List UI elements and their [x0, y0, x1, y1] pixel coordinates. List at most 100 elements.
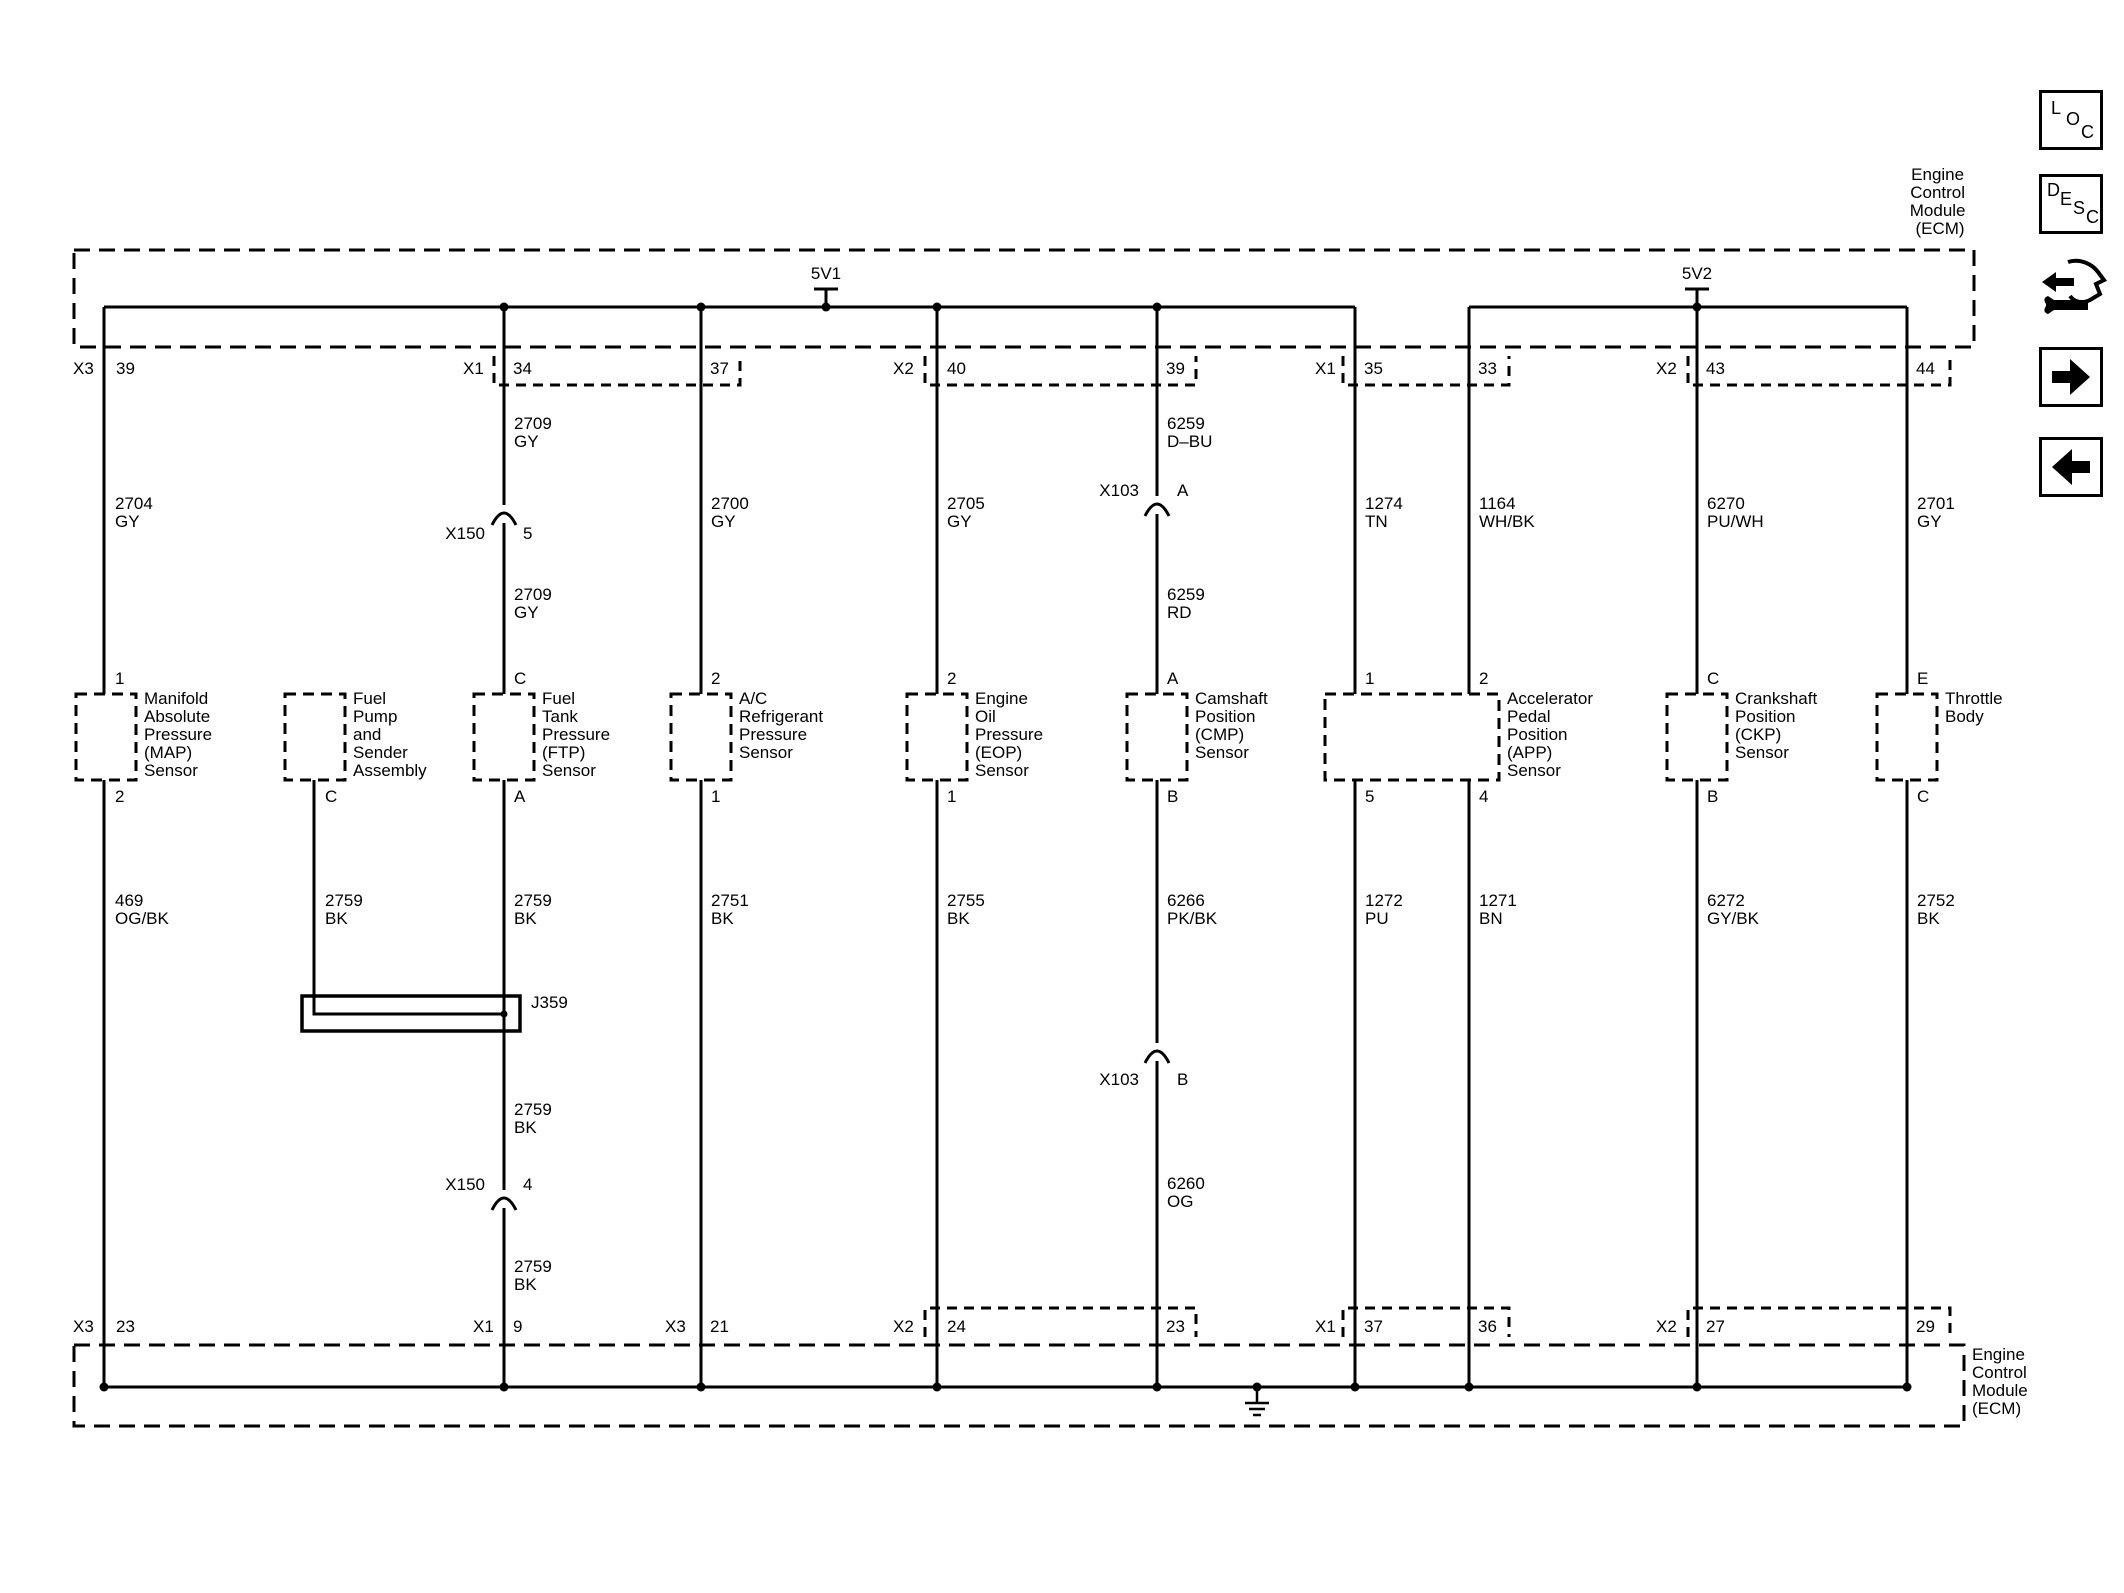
component-name-app: Accelerator Pedal Position (APP) Sensor [1507, 689, 1598, 780]
inline-connector-pin: 4 [523, 1175, 532, 1194]
bottom-pin: 23 [1166, 1317, 1185, 1336]
bottom-pin: 29 [1916, 1317, 1935, 1336]
component-pin: C [1917, 787, 1929, 806]
component-box-ftp [472, 692, 536, 782]
inline-connector-name: X103 [1099, 481, 1139, 500]
component-name-fuel-pump: Fuel Pump and Sender Assembly [353, 689, 427, 780]
desc-letter: S [2073, 198, 2086, 218]
splice-label: J359 [531, 993, 568, 1012]
component-name-eop: Engine Oil Pressure (EOP) Sensor [975, 689, 1048, 780]
desc-letter: E [2060, 189, 2073, 209]
x103-top-arc [1143, 502, 1171, 517]
supply-label-5v1: 5V1 [811, 264, 841, 283]
top-connector-name: X3 [73, 359, 94, 378]
bottom-connector-name: X2 [1656, 1317, 1677, 1336]
component-name-cmp: Camshaft Position (CMP) Sensor [1195, 689, 1272, 762]
supply-label-5v2: 5V2 [1682, 264, 1712, 283]
inline-connector-pin: B [1177, 1070, 1188, 1089]
inline-connector-pin: 5 [523, 524, 532, 543]
component-box-fuel-pump [283, 692, 347, 782]
splice-j359-box [300, 994, 522, 1033]
bottom-connector-x2-group [923, 1306, 1198, 1337]
loc-button[interactable]: L O C [2039, 90, 2103, 150]
inline-connector-name: X150 [445, 524, 485, 543]
component-pin: C [1707, 669, 1719, 688]
desc-button[interactable]: D E S C [2039, 174, 2103, 234]
bottom-connector-name: X1 [1315, 1317, 1336, 1336]
junction-dots [99, 302, 1912, 1392]
ecm-top-box [72, 248, 1976, 349]
top-pin: 34 [513, 359, 532, 378]
component-box-eop [905, 692, 969, 782]
ecm-label-bottom: Engine Control Module (ECM) [1972, 1345, 2033, 1418]
component-pin: 1 [115, 669, 124, 688]
loc-letter: L [2051, 98, 2062, 118]
top-pin: 37 [710, 359, 729, 378]
desc-letter: C [2086, 207, 2099, 227]
loc-letter: O [2066, 109, 2081, 129]
arrow-right-icon[interactable] [2039, 347, 2103, 407]
ecm-bottom-box [72, 1343, 1966, 1428]
component-pin: 2 [115, 787, 124, 806]
connector-tool-icon[interactable] [2036, 254, 2108, 320]
bottom-connector-name: X3 [665, 1317, 686, 1336]
bottom-connector-x2b-group [1686, 1306, 1952, 1337]
top-connector-x1b-group [1341, 356, 1511, 387]
component-pin: B [1167, 787, 1178, 806]
component-name-map: Manifold Absolute Pressure (MAP) Sensor [144, 689, 217, 780]
top-connector-x2b-group [1686, 356, 1952, 387]
desc-letter: D [2047, 180, 2060, 200]
component-name-ftp: Fuel Tank Pressure (FTP) Sensor [542, 689, 615, 780]
top-connector-name: X1 [1315, 359, 1336, 378]
top-connector-name: X1 [463, 359, 484, 378]
ground-symbol [1245, 1387, 1269, 1417]
top-connector-name: X2 [893, 359, 914, 378]
bottom-pin: 21 [710, 1317, 729, 1336]
bottom-pin: 9 [513, 1317, 522, 1336]
component-pin: C [325, 787, 337, 806]
top-pin: 33 [1478, 359, 1497, 378]
x103-bottom-arc [1143, 1049, 1171, 1064]
component-pin: B [1707, 787, 1718, 806]
component-pin: C [514, 669, 526, 688]
component-box-throttle [1875, 692, 1939, 782]
bottom-connector-name: X3 [73, 1317, 94, 1336]
bottom-pin: 24 [947, 1317, 966, 1336]
bottom-pin: 23 [116, 1317, 135, 1336]
component-pin: A [1167, 669, 1179, 688]
bottom-connector-name: X2 [893, 1317, 914, 1336]
arrow-left-icon[interactable] [2039, 437, 2103, 497]
bottom-connector-x1-group [1341, 1306, 1511, 1337]
component-box-map [74, 692, 138, 782]
component-box-ac [669, 692, 733, 782]
component-box-app [1323, 692, 1501, 782]
component-pin: A [514, 787, 526, 806]
component-pin: E [1917, 669, 1928, 688]
bottom-pin: 36 [1478, 1317, 1497, 1336]
component-pin: 2 [947, 669, 956, 688]
bottom-pin: 37 [1364, 1317, 1383, 1336]
loc-letter: C [2081, 122, 2094, 142]
component-pin: 2 [711, 669, 720, 688]
